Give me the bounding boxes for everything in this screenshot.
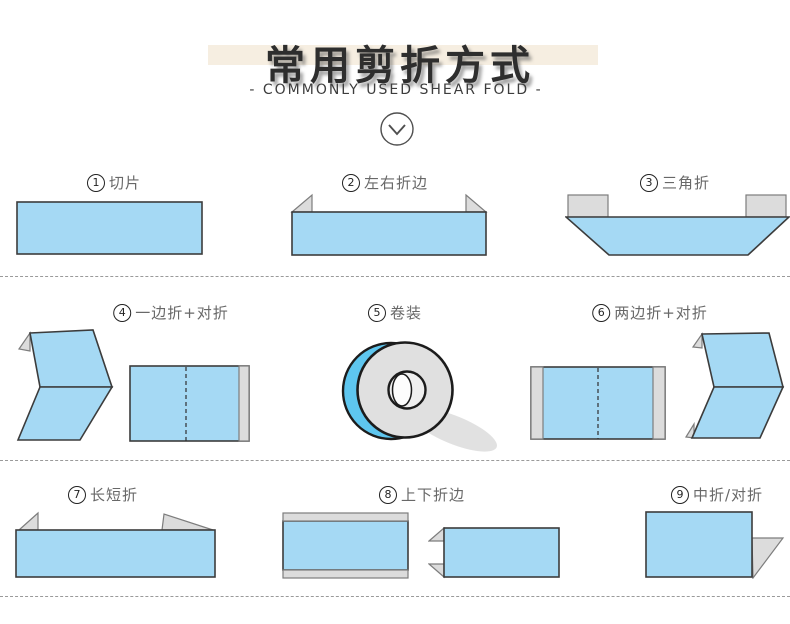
item-label-text: 一边折+对折 [135, 304, 229, 322]
item-label-slice: 1 切片 [86, 172, 142, 193]
left-right-fold-illustration [290, 193, 488, 256]
item-number-badge: 8 [378, 485, 397, 504]
triangle-fold-illustration [565, 194, 790, 256]
top-bottom-fold-flat-illustration [282, 512, 409, 579]
item-label-text: 上下折边 [400, 486, 466, 504]
item-number-badge: 5 [367, 303, 386, 322]
item-label-middle-half-fold: 9 中折/对折 [670, 484, 764, 505]
title-highlight-band [208, 45, 598, 65]
page-subtitle: - COMMONLY USED SHEAR FOLD - [249, 82, 543, 98]
item-label-top-bottom-fold: 8 上下折边 [378, 484, 466, 505]
one-side-fold-flat-illustration [129, 365, 250, 442]
item-number-badge: 4 [113, 303, 132, 322]
item-label-two-side-plus-half-fold: 6 两边折+对折 [592, 302, 708, 323]
two-side-fold-chevron-illustration [685, 332, 785, 439]
item-label-text: 三角折 [661, 174, 711, 192]
row-divider [0, 596, 790, 597]
row-divider [0, 276, 790, 277]
long-short-fold-illustration [15, 511, 216, 578]
item-label-one-side-plus-half-fold: 4 一边折+对折 [113, 302, 229, 323]
item-label-text: 卷装 [389, 304, 423, 322]
item-number-badge: 7 [67, 485, 86, 504]
page-title: 常用剪折方式 [265, 43, 535, 89]
item-label-roll-pack: 5 卷装 [367, 302, 423, 323]
row-divider [0, 460, 790, 461]
item-number-badge: 2 [341, 173, 360, 192]
item-label-text: 中折/对折 [692, 486, 764, 504]
one-side-fold-chevron-illustration [16, 329, 114, 441]
item-label-text: 切片 [108, 174, 142, 192]
item-number-badge: 3 [639, 173, 658, 192]
item-number-badge: 6 [592, 303, 611, 322]
item-label-long-short-fold: 7 长短折 [67, 484, 139, 505]
item-label-left-right-fold: 2 左右折边 [341, 172, 429, 193]
item-label-text: 长短折 [89, 486, 139, 504]
item-number-badge: 9 [670, 485, 689, 504]
two-side-fold-flat-illustration [530, 366, 666, 440]
chevron-down-icon [380, 112, 414, 146]
middle-half-fold-illustration [645, 511, 785, 579]
slice-illustration [16, 201, 203, 255]
top-bottom-fold-side-illustration [428, 527, 560, 579]
item-label-text: 左右折边 [363, 174, 429, 192]
item-label-triangle-fold: 3 三角折 [639, 172, 711, 193]
item-number-badge: 1 [86, 173, 105, 192]
roll-pack-illustration [341, 341, 497, 452]
item-label-text: 两边折+对折 [614, 304, 708, 322]
